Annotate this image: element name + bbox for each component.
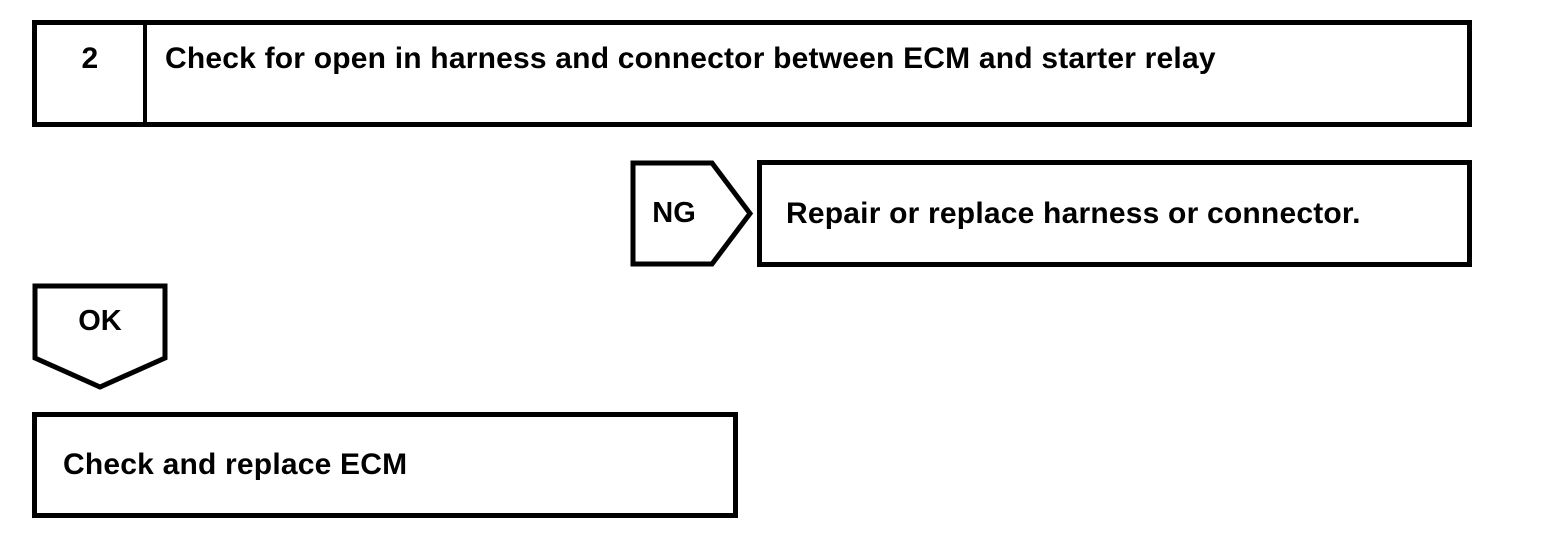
- step-title-cell: Check for open in harness and connector …: [147, 25, 1467, 122]
- ok-arrow-shape: [32, 283, 168, 390]
- ng-action-box: Repair or replace harness or connector.: [757, 160, 1472, 267]
- step-number-cell: 2: [37, 25, 147, 122]
- ng-connector: NG: [630, 160, 754, 267]
- step-title: Check for open in harness and connector …: [165, 42, 1216, 75]
- ok-connector: OK: [32, 283, 168, 391]
- ng-action-text: Repair or replace harness or connector.: [786, 196, 1361, 230]
- ng-arrow-shape: [630, 160, 754, 267]
- ok-connector-label: OK: [78, 304, 122, 337]
- ok-action-box: Check and replace ECM: [32, 412, 738, 518]
- ng-arrow-right-icon: [630, 160, 754, 267]
- step-number: 2: [81, 42, 99, 75]
- ok-arrow-down-icon: [32, 283, 168, 390]
- ng-connector-label: NG: [652, 197, 696, 229]
- ok-action-text: Check and replace ECM: [63, 448, 408, 481]
- step-box: 2 Check for open in harness and connecto…: [32, 20, 1472, 127]
